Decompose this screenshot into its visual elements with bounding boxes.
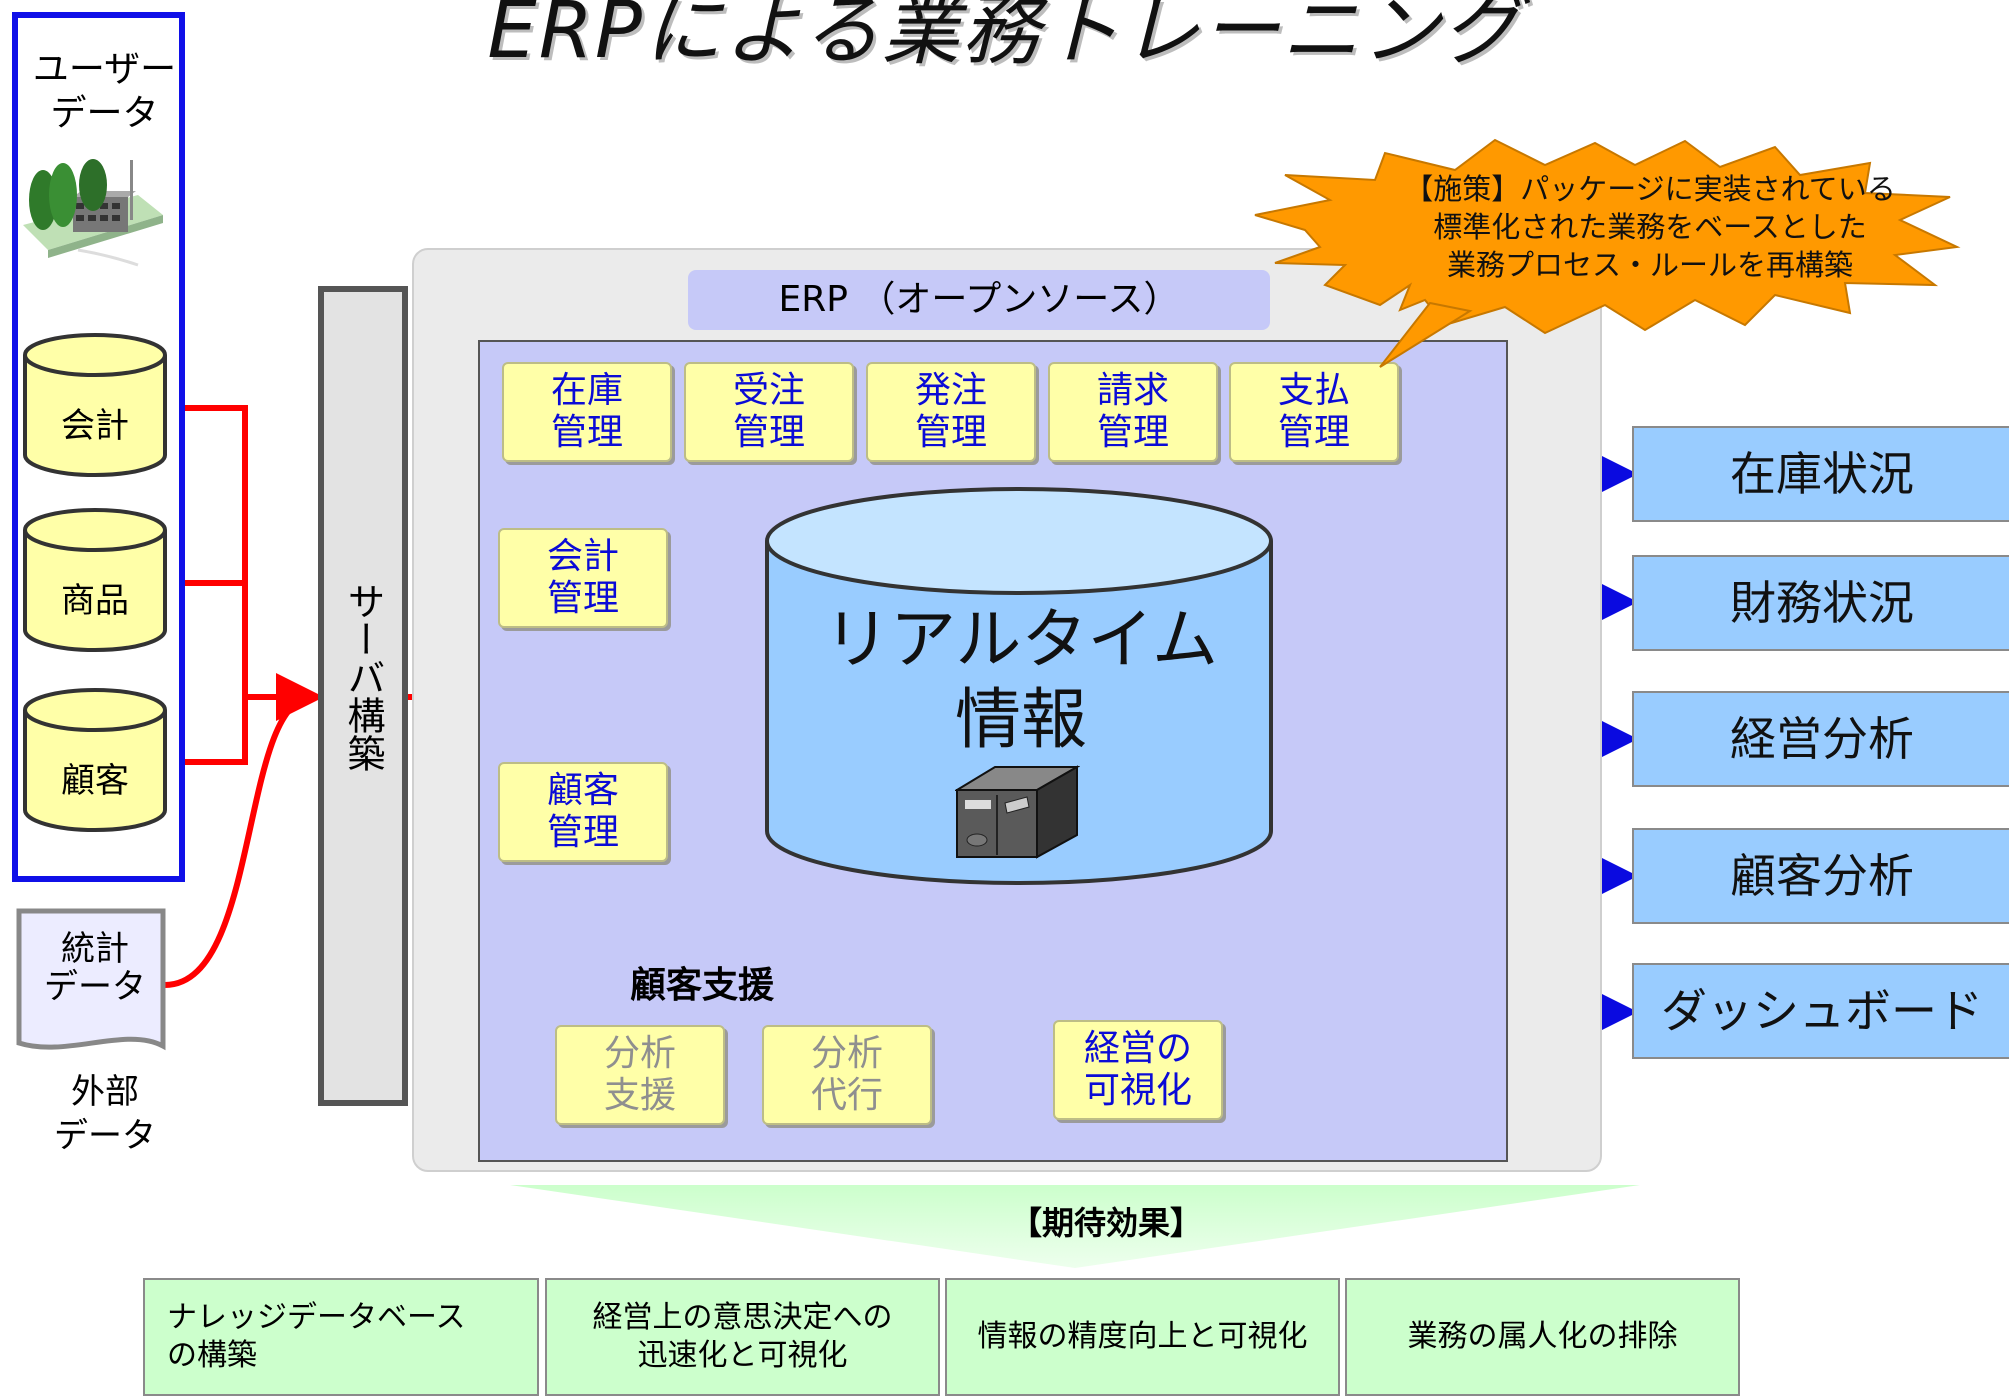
office-building-icon bbox=[23, 159, 163, 267]
module-inventory: 在庫 管理 bbox=[502, 362, 672, 462]
db-products: 商品 bbox=[20, 505, 170, 655]
external-data-label: 外部 データ bbox=[54, 1072, 156, 1156]
module-analysis-support: 分析 支援 bbox=[555, 1025, 725, 1125]
customer-support-label: 顧客支援 bbox=[630, 965, 775, 1006]
effects-fan bbox=[510, 1185, 1640, 1268]
output-dashboard: ダッシュボード bbox=[1632, 963, 2009, 1059]
server-label: サーバ構築 bbox=[341, 582, 385, 772]
output-inventory-status: 在庫状況 bbox=[1632, 426, 2009, 522]
db-customers: 顧客 bbox=[20, 685, 170, 835]
db-accounting: 会計 bbox=[20, 330, 170, 480]
realtime-info-label: リアルタイム 情報 bbox=[823, 601, 1219, 758]
module-payments: 支払 管理 bbox=[1229, 362, 1399, 462]
effect-eliminate-dependency: 業務の属人化の排除 bbox=[1345, 1278, 1740, 1396]
output-customer-analysis: 顧客分析 bbox=[1632, 828, 2009, 924]
db-accounting-label: 会計 bbox=[61, 406, 129, 446]
server-column: サーバ構築 bbox=[318, 286, 408, 1106]
measures-callout-burst bbox=[1254, 138, 1961, 368]
measures-callout-text: 【施策】パッケージに実装されている 標準化された業務をベースとした 業務プロセス… bbox=[1404, 172, 1896, 282]
module-billing: 請求 管理 bbox=[1048, 362, 1218, 462]
expected-effects-label: 【期待効果】 bbox=[1010, 1204, 1203, 1242]
module-orders-received: 受注 管理 bbox=[684, 362, 854, 462]
page-title: ERPによる業務トレーニング bbox=[487, 0, 1522, 76]
erp-header: ERP （オープンソース） bbox=[688, 270, 1270, 330]
module-accounting: 会計 管理 bbox=[498, 528, 668, 628]
effect-knowledge-db: ナレッジデータベース の構築 bbox=[143, 1278, 539, 1396]
user-data-title: ユーザー データ bbox=[32, 49, 177, 134]
stats-document-icon bbox=[16, 908, 166, 1051]
server-box-icon bbox=[955, 765, 1080, 859]
output-financial-status: 財務状況 bbox=[1632, 555, 2009, 651]
module-management-visualization: 経営の 可視化 bbox=[1053, 1020, 1223, 1120]
db-products-label: 商品 bbox=[61, 581, 129, 621]
module-purchase-orders: 発注 管理 bbox=[866, 362, 1036, 462]
realtime-db-cylinder bbox=[765, 487, 1273, 885]
module-customer: 顧客 管理 bbox=[498, 762, 668, 862]
output-management-analysis: 経営分析 bbox=[1632, 691, 2009, 787]
module-analysis-outsourcing: 分析 代行 bbox=[762, 1025, 932, 1125]
effect-decision-speed: 経営上の意思決定への 迅速化と可視化 bbox=[545, 1278, 940, 1396]
stats-data-label: 統計 データ bbox=[44, 929, 146, 1007]
effect-accuracy-visibility: 情報の精度向上と可視化 bbox=[945, 1278, 1340, 1396]
db-customers-label: 顧客 bbox=[61, 761, 129, 801]
